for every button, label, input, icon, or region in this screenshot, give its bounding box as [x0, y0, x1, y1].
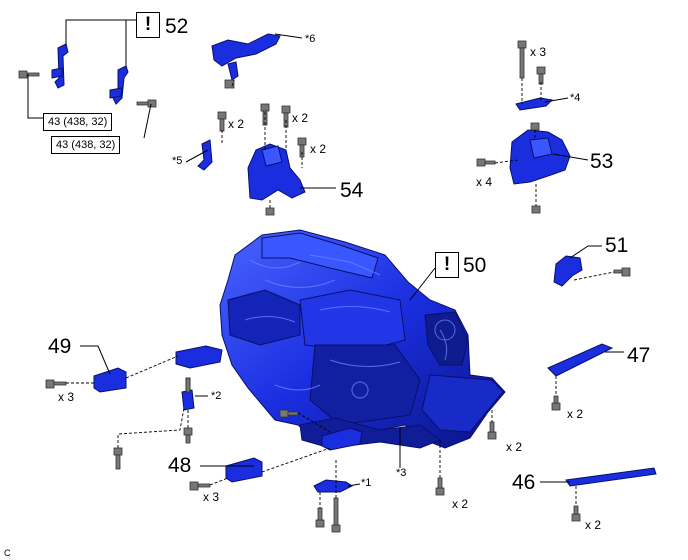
engine-assembly — [219, 229, 506, 449]
torque-spec-2: 43 (438, 32) — [51, 136, 121, 155]
callout-50: 50 — [463, 254, 487, 277]
note-6: *6 — [305, 33, 316, 45]
part-2-bracket — [181, 377, 195, 411]
part-6-bracket — [211, 33, 281, 81]
dashed-leader-lines — [66, 78, 615, 508]
note-1: *1 — [361, 477, 372, 489]
qty-label: x 2 — [567, 407, 584, 421]
part-47-bar — [547, 343, 614, 377]
part-6-bolt — [224, 79, 235, 89]
note-2: *2 — [211, 390, 222, 402]
qty-label: x 3 — [530, 45, 547, 59]
qty-label: x 2 — [585, 518, 602, 532]
note-3: *3 — [396, 467, 407, 479]
caution-symbol-50: ! — [435, 252, 459, 278]
leader-lines — [27, 19, 624, 487]
caution-symbol-52: ! — [136, 12, 160, 38]
qty-label: x 2 — [506, 440, 523, 454]
note-4: *4 — [570, 92, 581, 104]
callout-48: 48 — [168, 454, 192, 477]
part-49-bolt — [45, 379, 67, 389]
part-54-mount — [197, 139, 306, 201]
callout-47: 47 — [627, 344, 651, 367]
part-51-bolt — [613, 267, 631, 277]
part-53-mount — [509, 97, 571, 185]
part-48-bolts — [189, 409, 497, 496]
qty-label: x 3 — [58, 390, 75, 404]
part-49-bracket — [93, 345, 223, 393]
callout-53: 53 — [590, 150, 614, 173]
part-1-bracket — [313, 479, 353, 493]
part-52-hangers — [51, 43, 129, 105]
image-code: C — [4, 548, 11, 558]
torque-spec-1: 43 (438, 32) — [43, 113, 113, 132]
qty-label: x 2 — [292, 111, 309, 125]
part-51-bracket — [553, 255, 583, 287]
part-46-bar — [565, 467, 657, 487]
part-48-bracket — [225, 427, 363, 483]
part-47-bolt — [551, 395, 561, 411]
part-53-bolts — [476, 40, 546, 214]
part-46-bolt — [571, 505, 581, 522]
part-52-bolts — [18, 70, 157, 108]
note-5: *5 — [172, 155, 183, 167]
qty-label: x 4 — [476, 175, 493, 189]
callout-49: 49 — [48, 335, 72, 358]
qty-label: x 3 — [203, 490, 220, 504]
callout-51: 51 — [605, 234, 629, 257]
callout-46: 46 — [512, 471, 536, 494]
qty-label: x 2 — [452, 497, 469, 511]
callout-52: 52 — [165, 15, 189, 38]
qty-label: x 2 — [228, 117, 245, 131]
callout-54: 54 — [340, 179, 364, 202]
qty-label: x 2 — [310, 142, 327, 156]
